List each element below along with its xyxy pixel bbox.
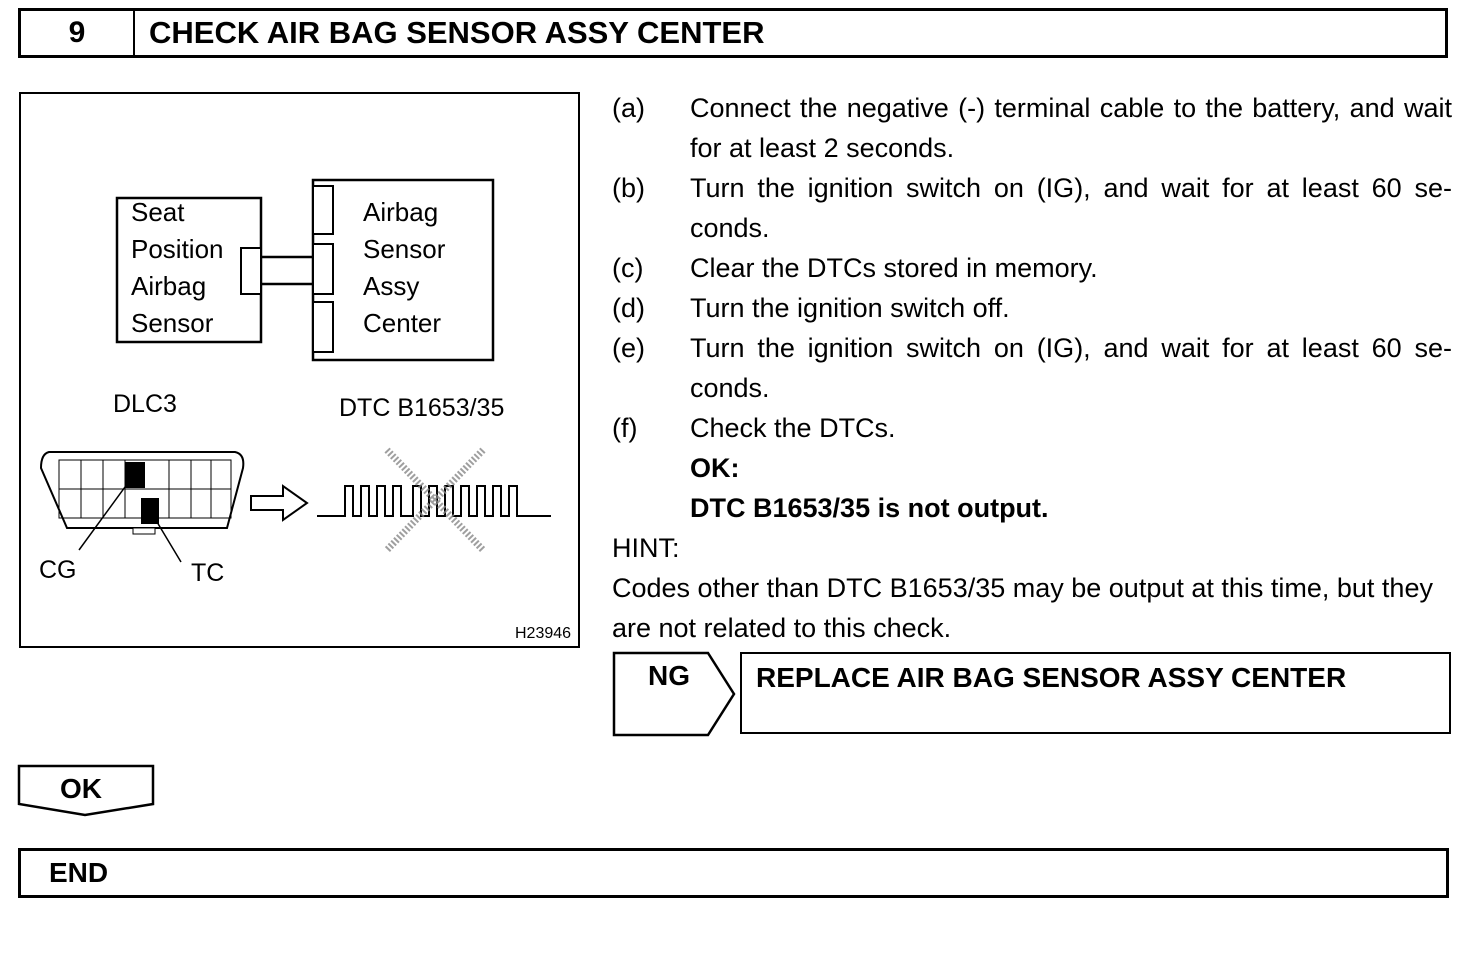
ok-condition: DTC B1653/35 is not output. [690,493,1049,523]
center-sensor-line-4: Center [363,308,441,338]
step-text: Turn the ignition switch off. [690,293,1010,323]
step-text: Check the DTCs. [690,413,896,443]
seat-sensor-connector [240,247,262,295]
seat-sensor-line-1: Seat [131,197,185,227]
step-header: 9 CHECK AIR BAG SENSOR ASSY CENTER [18,8,1448,58]
tc-leader-line [150,511,182,563]
seat-sensor-line-2: Position [131,234,224,264]
end-box: END [18,848,1449,898]
step-b: (b) Turn the ignition switch on (IG), an… [612,168,1452,248]
wiring-figure: Seat Position Airbag Sensor Airbag Senso… [19,92,580,648]
cg-label: CG [39,556,77,584]
dtc-label: DTC B1653/35 [339,394,504,422]
center-sensor-connector-1 [312,185,334,235]
center-sensor-line-2: Sensor [363,234,446,264]
step-text: Turn the ignition switch on (IG), and wa… [690,333,1452,403]
hollow-arrow-icon [250,484,309,522]
cg-leader-line [78,475,134,551]
hint-label: HINT: [612,533,680,563]
step-letter: (f) [612,413,638,443]
step-c: (c) Clear the DTCs stored in memory. [612,248,1452,288]
instructions: (a) Connect the negative (-) terminal ca… [612,88,1452,648]
dlc3-label: DLC3 [113,390,177,418]
center-sensor-line-1: Airbag [363,197,438,227]
step-e: (e) Turn the ignition switch on (IG), an… [612,328,1452,408]
ng-label: NG [648,660,690,691]
step-d: (d) Turn the ignition switch off. [612,288,1452,328]
hint-text: Codes other than DTC B1653/35 may be out… [612,573,1433,643]
step-letter: (e) [612,333,645,363]
step-letter: (d) [612,293,645,323]
cross-out-mark [384,447,486,553]
step-text: Turn the ignition switch on (IG), and wa… [690,173,1452,243]
center-sensor-line-3: Assy [363,271,419,301]
ok-label: OK [60,773,102,804]
seat-sensor-line-3: Airbag [131,271,206,301]
step-title: CHECK AIR BAG SENSOR ASSY CENTER [149,15,765,50]
step-text: Connect the negative (-) terminal cable … [690,93,1452,163]
center-sensor-connector-3 [312,301,334,353]
ok-arrow-icon [17,764,155,817]
ng-action: REPLACE AIR BAG SENSOR ASSY CENTER [740,652,1451,734]
step-number: 9 [21,11,135,55]
step-text: Clear the DTCs stored in memory. [690,253,1098,283]
dtc-waveform [317,485,551,517]
step-f: (f) Check the DTCs. [612,408,1452,448]
step-letter: (c) [612,253,644,283]
figure-id: H23946 [515,625,571,642]
step-letter: (b) [612,173,645,203]
step-a: (a) Connect the negative (-) terminal ca… [612,88,1452,168]
ng-arrow-icon [612,651,736,737]
seat-sensor-line-4: Sensor [131,308,214,338]
center-sensor-connector-2 [312,243,334,295]
step-letter: (a) [612,93,645,123]
dlc3-connector [39,451,245,535]
tc-label: TC [191,559,224,587]
ok-heading: OK: [690,453,740,483]
